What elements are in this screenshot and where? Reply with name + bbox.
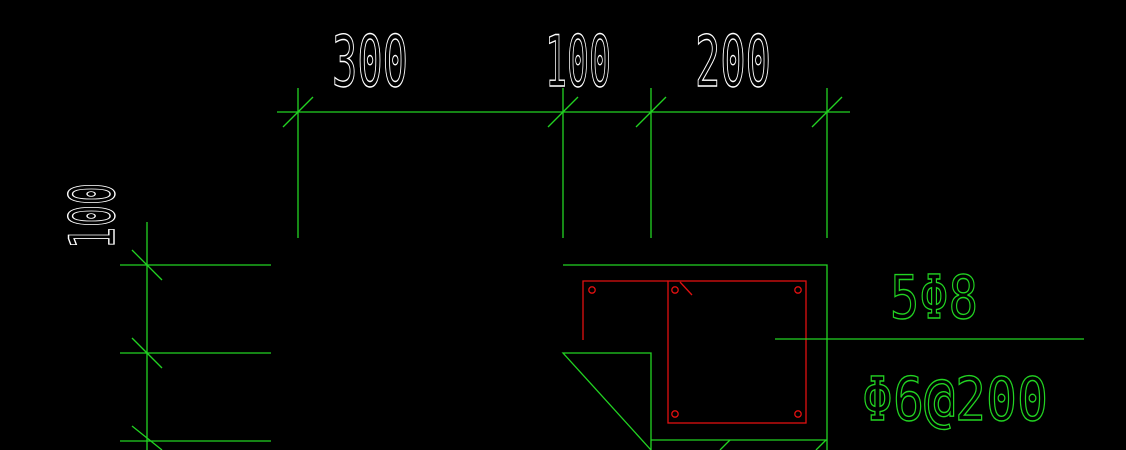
stirrup-main — [667, 280, 807, 424]
stirrup-hook — [679, 281, 693, 296]
tick-mark-1 — [282, 96, 314, 128]
rebar-cage — [582, 280, 807, 424]
left-tick-mark-2 — [131, 337, 163, 369]
tick-mark-4 — [811, 96, 843, 128]
stirrup-l-leg — [582, 280, 668, 340]
section-outline — [561, 264, 828, 450]
rebar-bar-4 — [671, 410, 679, 418]
dimension-text-300: 300 — [332, 21, 408, 103]
stirrup-label: Φ6@200 — [862, 365, 1048, 435]
break-mark-2 — [815, 439, 827, 450]
left-tick-mark-1 — [131, 249, 163, 281]
dimension-text-left-100: 100 — [56, 183, 129, 249]
rebar-bar-2 — [671, 286, 679, 294]
longitudinal-rebar-label: 5Φ8 — [890, 263, 978, 333]
rebar-bar-3 — [794, 286, 802, 294]
rebar-bar-1 — [588, 286, 596, 294]
tick-mark-3 — [635, 96, 667, 128]
tick-mark-2 — [547, 96, 579, 128]
break-mark — [719, 439, 731, 450]
rebar-bar-5 — [794, 410, 802, 418]
dimension-text-100: 100 — [545, 21, 611, 103]
left-dimension-chain — [120, 222, 271, 450]
left-tick-mark-3 — [131, 425, 163, 450]
top-dimension-chain — [277, 88, 850, 238]
dimension-text-200: 200 — [695, 21, 771, 103]
